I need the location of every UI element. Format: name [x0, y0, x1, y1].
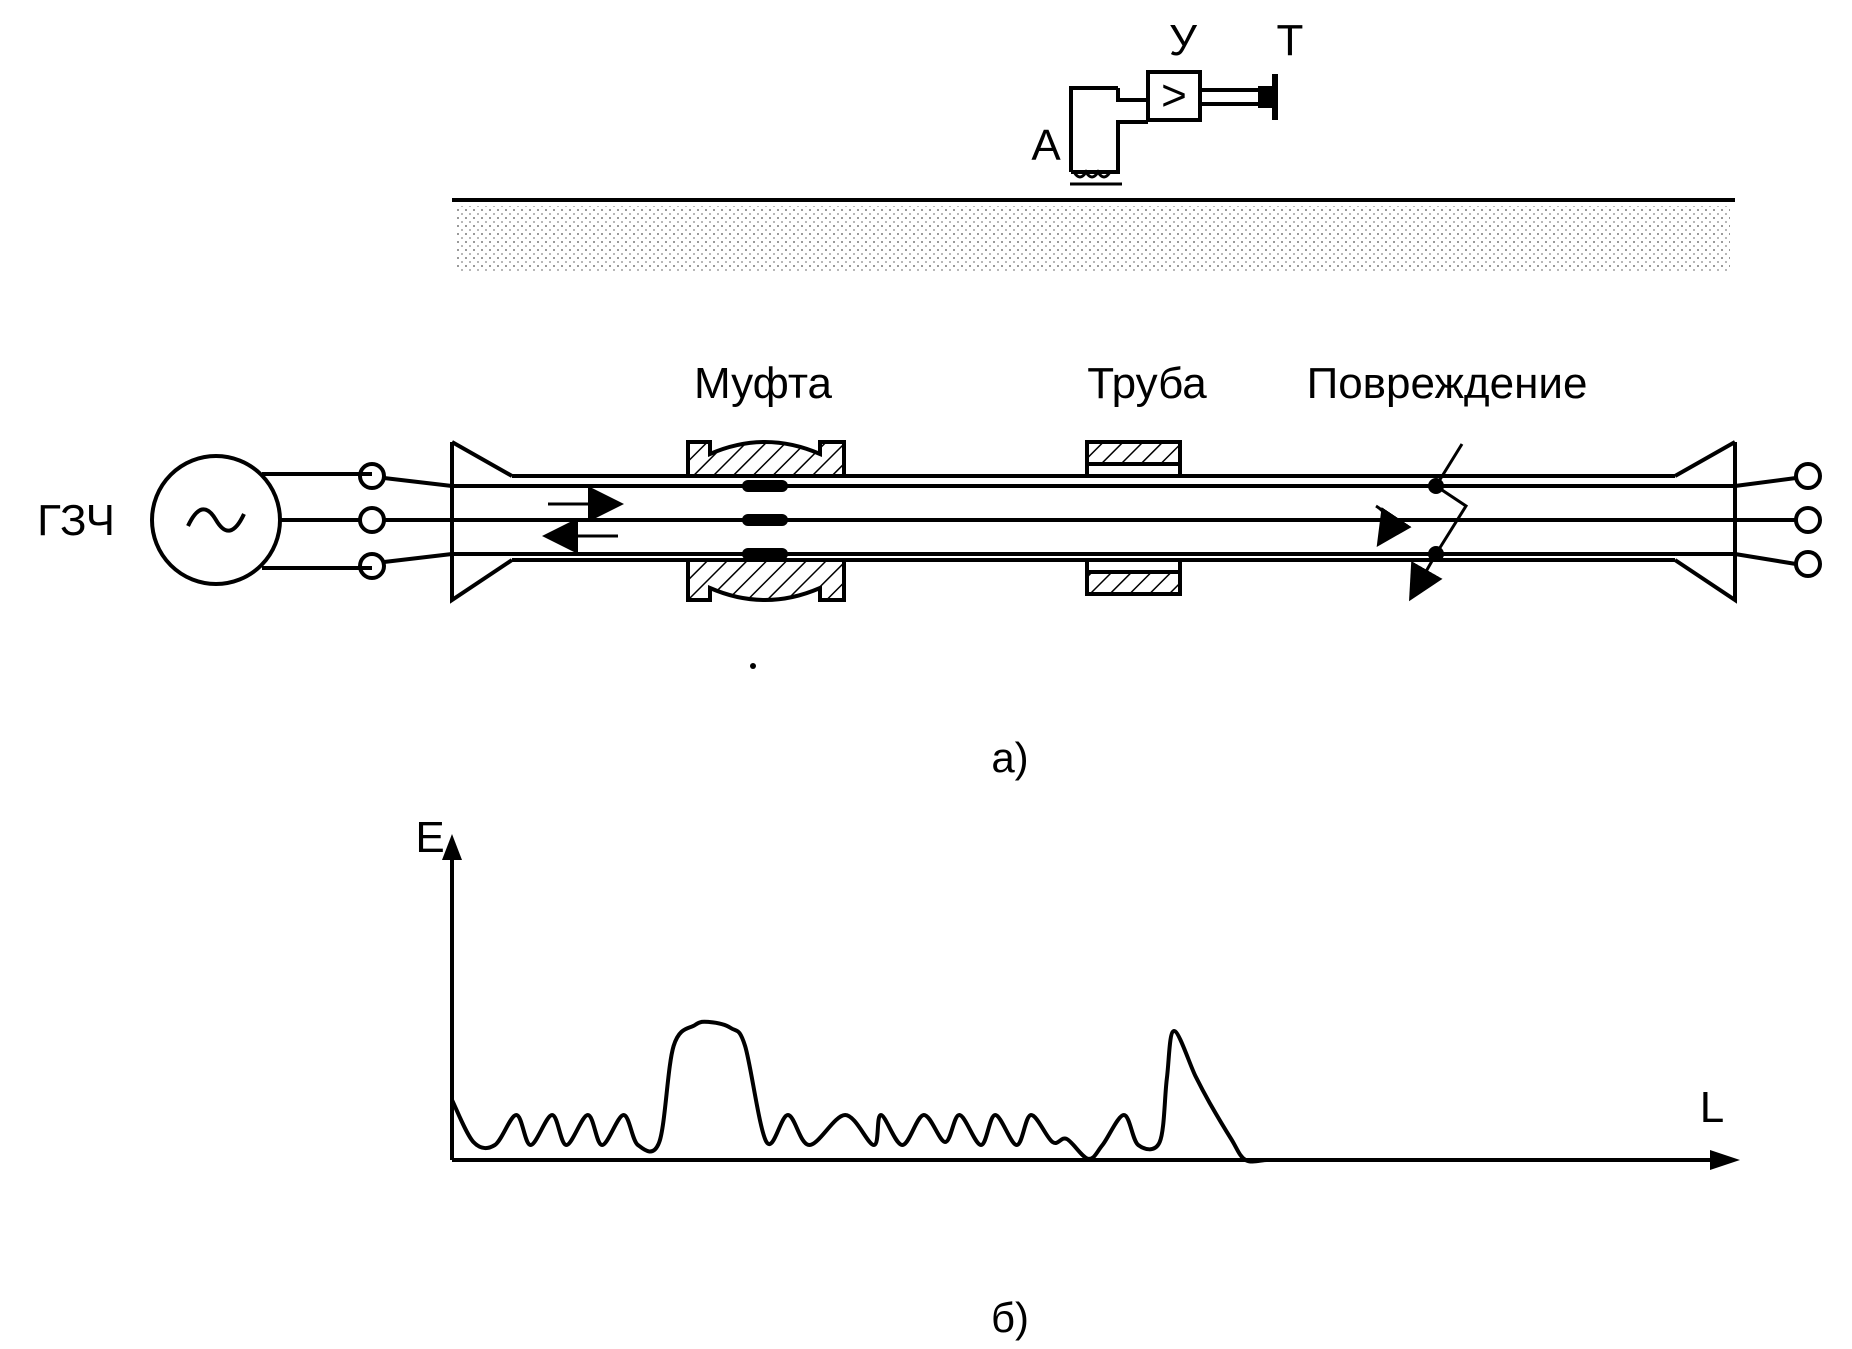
- y-axis-arrow-icon: [442, 834, 462, 860]
- terminal-right-3: [1794, 550, 1822, 578]
- signal-curve: [450, 1019, 1560, 1164]
- sleeve-joint-2: [742, 514, 788, 526]
- damage: [1375, 443, 1469, 602]
- right-leads: [1734, 476, 1797, 566]
- y-axis-label: E: [415, 813, 444, 862]
- damage-label: Повреждение: [1307, 359, 1588, 408]
- antenna-frame: [1071, 120, 1148, 174]
- sine-wave-icon: [186, 507, 246, 533]
- x-axis-label: L: [1700, 1083, 1724, 1132]
- phones-label: Т: [1277, 16, 1304, 65]
- ground: [452, 198, 1735, 272]
- antenna-label: А: [1031, 121, 1061, 170]
- lightning-bolt-icon: [1409, 443, 1469, 602]
- generator-label: ГЗЧ: [37, 496, 115, 545]
- amplifier-symbol: >: [1161, 71, 1187, 120]
- amplifier-label: У: [1169, 16, 1198, 65]
- terminal-left-3: [358, 552, 386, 580]
- generator: [150, 454, 386, 586]
- sleeve-joint-3: [742, 548, 788, 560]
- sleeve-joint-1: [742, 480, 788, 492]
- generator-leads: [262, 472, 372, 570]
- soil-layer: [455, 206, 1730, 272]
- terminal-left-1: [358, 462, 386, 490]
- left-leads: [383, 476, 453, 564]
- pipe: [1085, 440, 1182, 596]
- terminal-right-2: [1794, 506, 1822, 534]
- terminal-right-1: [1794, 462, 1822, 490]
- antenna-wire: [1069, 86, 1148, 172]
- stray-dot: [750, 663, 756, 669]
- cable-end-right: [1673, 440, 1737, 604]
- receiver-assembly: У Т А >: [1031, 16, 1304, 186]
- headphone-icon: [1258, 74, 1278, 120]
- pipe-label: Труба: [1087, 359, 1207, 408]
- terminal-left-2: [358, 506, 386, 534]
- reflection-arrow-icon: [1375, 504, 1412, 547]
- panel-b-label: б): [991, 1294, 1029, 1341]
- signal-level-chart: E L: [415, 813, 1740, 1170]
- amplifier-box: [1146, 70, 1202, 122]
- x-axis-arrow-icon: [1710, 1150, 1740, 1170]
- sleeve-label: Муфта: [694, 359, 833, 408]
- antenna-coil-icon: [1070, 169, 1122, 186]
- panel-a-label: а): [991, 734, 1028, 781]
- cable-end-left: [450, 440, 514, 604]
- sleeve: [686, 440, 846, 602]
